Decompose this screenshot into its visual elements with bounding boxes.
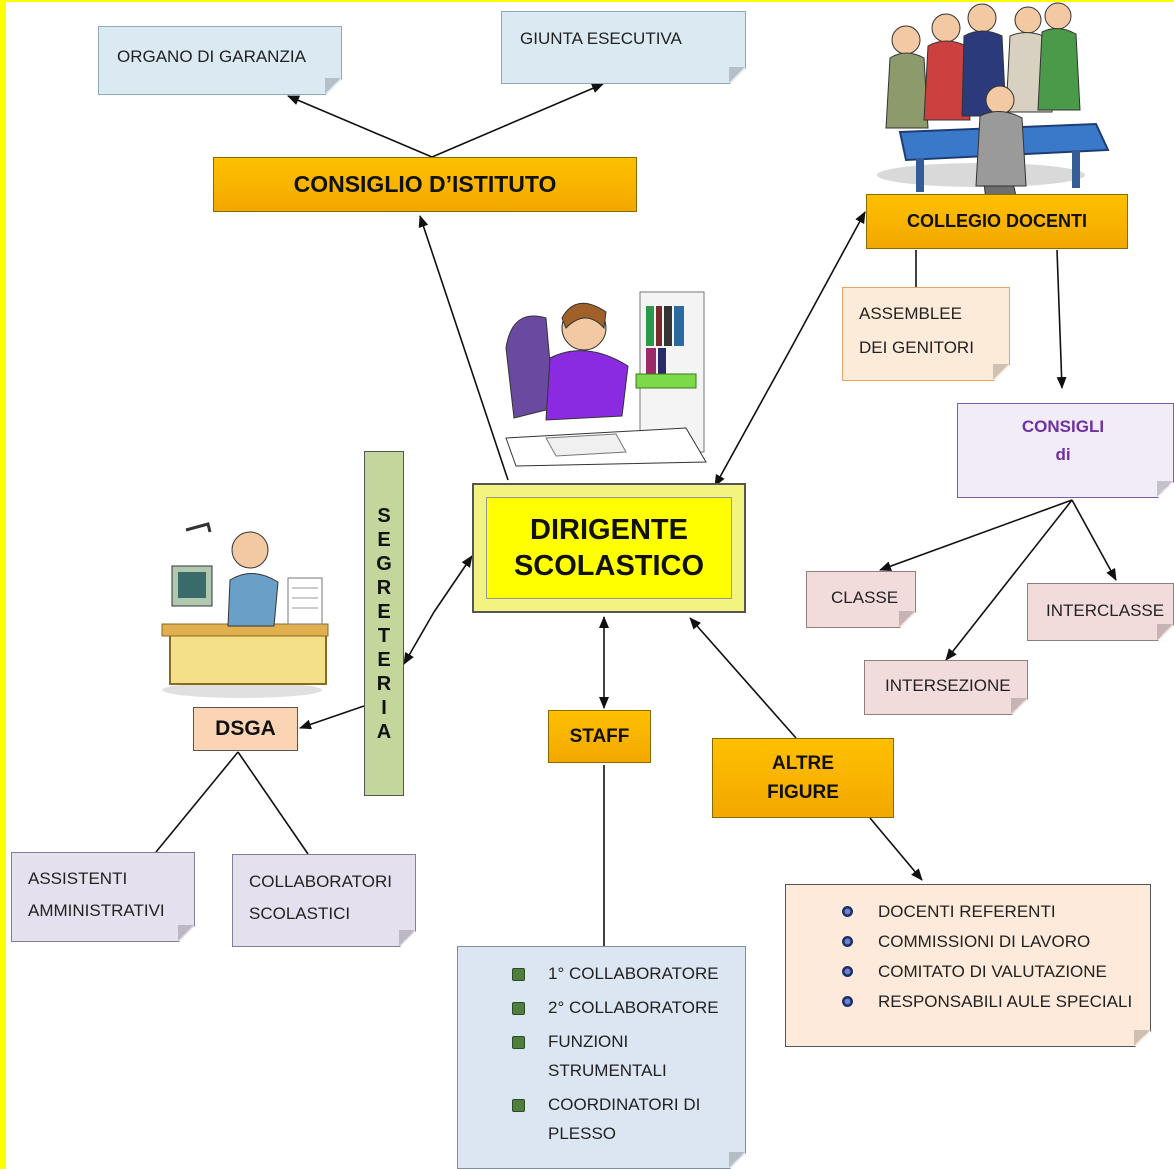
consigli-line1: CONSIGLI [1021, 417, 1105, 436]
list-item: COMITATO DI VALUTAZIONE [842, 957, 1132, 987]
square-bullet-icon [512, 1002, 525, 1015]
consigli-line2: di [1055, 445, 1071, 464]
segreteria-letter: S [377, 504, 391, 527]
edge-segreteria-dirigente-a [433, 555, 473, 613]
organo-garanzia-label: ORGANO DI GARANZIA [117, 47, 306, 66]
round-bullet-icon [842, 936, 853, 947]
staff-list: 1° COLLABORATORE 2° COLLABORATORE FUNZIO… [512, 959, 722, 1153]
assistenti-line2: AMMINISTRATIVI [28, 901, 165, 920]
list-item: FUNZIONI STRUMENTALI [512, 1027, 722, 1085]
edge-consigli-intersezione [945, 499, 1073, 661]
segreteria-letter: I [381, 696, 387, 719]
square-bullet-icon [512, 968, 525, 981]
collegio-docenti-box: COLLEGIO DOCENTI [866, 194, 1128, 249]
secretary-clipart [161, 522, 329, 698]
altre-figure-list: DOCENTI REFERENTI COMMISSIONI DI LAVORO … [842, 897, 1132, 1017]
edge-consiglio-giunta [431, 83, 604, 158]
classe-label: CLASSE [831, 588, 899, 607]
collegio-docenti-label: COLLEGIO DOCENTI [907, 211, 1087, 231]
intersezione-note: INTERSEZIONE [864, 660, 1028, 715]
altre-line1: ALTRE [772, 753, 834, 774]
segreteria-letter: E [377, 528, 391, 551]
dirigente-line2: SCOLASTICO [513, 550, 705, 582]
edge-segreteria-dirigente-b [403, 611, 435, 665]
dsga-label: DSGA [215, 717, 276, 740]
consiglio-istituto-box: CONSIGLIO D’ISTITUTO [213, 157, 637, 212]
altre-figure-box: ALTRE FIGURE [712, 738, 894, 818]
dirigente-scolastico-box: DIRIGENTE SCOLASTICO [472, 483, 746, 613]
interclasse-label: INTERCLASSE [1046, 601, 1165, 620]
round-bullet-icon [842, 966, 853, 977]
dsga-box: DSGA [193, 707, 298, 751]
round-bullet-icon [842, 906, 853, 917]
list-item: COMMISSIONI DI LAVORO [842, 927, 1132, 957]
edge-altre-list [869, 817, 923, 881]
edge-collegio-consigli [1056, 249, 1067, 389]
edge-dsga-assistenti [155, 751, 239, 853]
assistenti-line1: ASSISTENTI [28, 869, 128, 888]
dirigente-line1: DIRIGENTE [530, 514, 688, 546]
meeting-clipart [877, 2, 1110, 201]
segreteria-letter: A [376, 720, 392, 743]
segreteria-bar: S E G R E T E R I A [364, 451, 404, 796]
altre-figure-list-note: DOCENTI REFERENTI COMMISSIONI DI LAVORO … [785, 884, 1151, 1047]
altre-line2: FIGURE [767, 782, 839, 803]
list-item: 1° COLLABORATORE [512, 959, 722, 988]
staff-box: STAFF [548, 710, 651, 763]
segreteria-letter: T [377, 624, 391, 647]
principal-clipart [505, 291, 707, 467]
collaboratori-scolastici-note: COLLABORATORI SCOLASTICI [232, 854, 416, 947]
assemblee-line1: ASSEMBLEE [859, 304, 962, 323]
square-bullet-icon [512, 1099, 525, 1112]
edge-consigli-interclasse [1071, 499, 1117, 581]
edge-consigli-classe [879, 499, 1073, 571]
intersezione-label: INTERSEZIONE [885, 676, 1011, 695]
collaboratori-line1: COLLABORATORI [249, 872, 392, 891]
edge-collegio-dirigente-b [714, 349, 791, 487]
square-bullet-icon [512, 1036, 525, 1049]
interclasse-note: INTERCLASSE [1027, 583, 1174, 641]
segreteria-letter: G [376, 552, 392, 575]
staff-label: STAFF [569, 725, 630, 747]
round-bullet-icon [842, 996, 853, 1007]
edge-collegio-dirigente-a [789, 211, 866, 351]
segreteria-letter: R [376, 576, 392, 599]
staff-list-note: 1° COLLABORATORE 2° COLLABORATORE FUNZIO… [457, 946, 746, 1169]
assemblee-line2: DEI GENITORI [859, 338, 974, 357]
edge-dirigente-consiglio [418, 215, 509, 481]
edge-segreteria-dsga [299, 705, 365, 730]
classe-note: CLASSE [806, 571, 916, 628]
list-item: 2° COLLABORATORE [512, 993, 722, 1022]
consiglio-istituto-label: CONSIGLIO D’ISTITUTO [293, 171, 557, 197]
list-item: COORDINATORI DI PLESSO [512, 1090, 722, 1148]
segreteria-letter: E [377, 600, 391, 623]
edge-consiglio-organo [287, 95, 433, 158]
edge-altre-dirigente [689, 617, 797, 739]
assistenti-amministrativi-note: ASSISTENTI AMMINISTRATIVI [11, 852, 195, 942]
segreteria-letter: E [377, 648, 391, 671]
giunta-esecutiva-label: GIUNTA ESECUTIVA [520, 29, 682, 48]
collaboratori-line2: SCOLASTICI [249, 904, 351, 923]
assemblee-genitori-note: ASSEMBLEE DEI GENITORI [842, 287, 1010, 381]
edge-dsga-collaboratori [237, 751, 309, 855]
organo-garanzia-note: ORGANO DI GARANZIA [98, 26, 342, 95]
giunta-esecutiva-note: GIUNTA ESECUTIVA [501, 11, 746, 84]
list-item: DOCENTI REFERENTI [842, 897, 1132, 927]
consigli-di-note: CONSIGLI di [957, 403, 1174, 498]
list-item: RESPONSABILI AULE SPECIALI [842, 987, 1132, 1017]
segreteria-letter: R [376, 672, 392, 695]
